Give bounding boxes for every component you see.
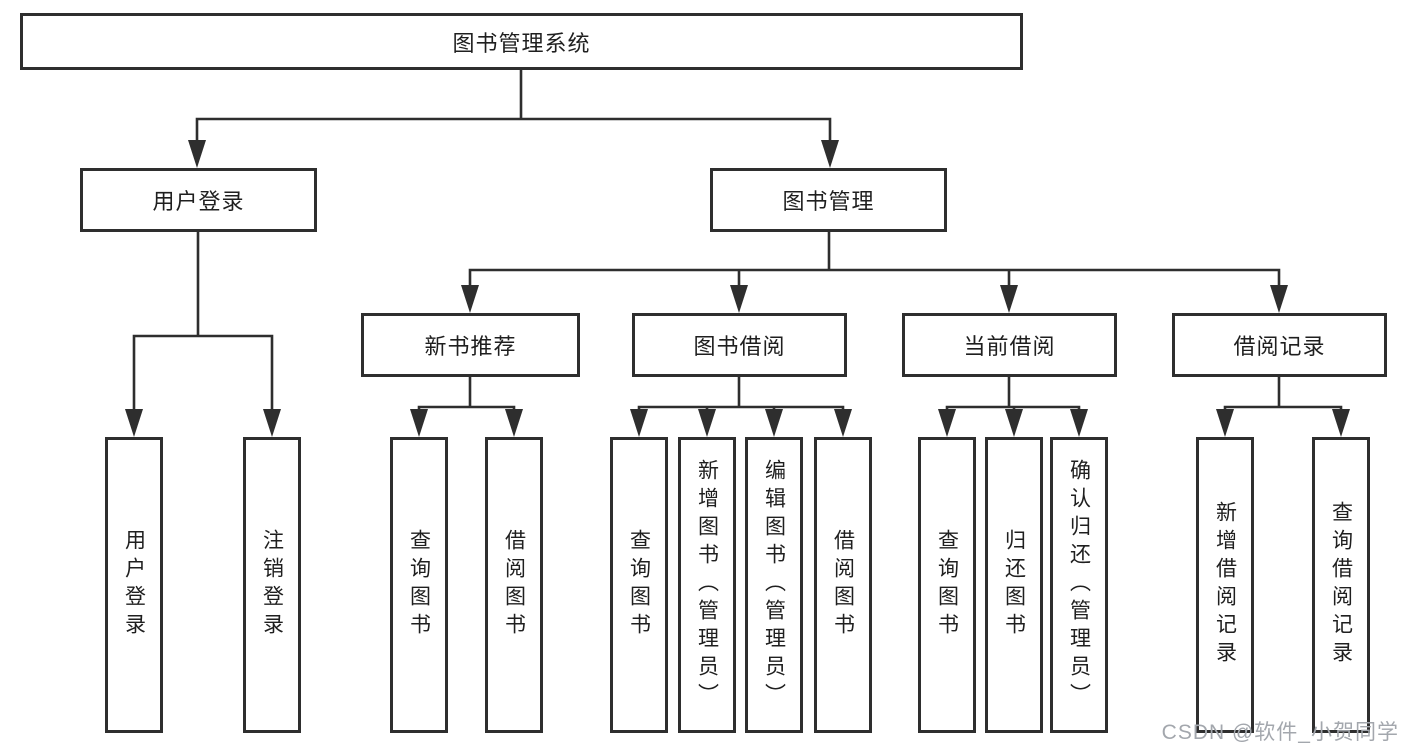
node-label: 查询图书 (407, 529, 431, 641)
leaf-add-borrow-record: 新增借阅记录 (1196, 437, 1254, 733)
node-label: 编辑图书（管理员） (762, 459, 786, 711)
leaf-user-login: 用户登录 (105, 437, 163, 733)
leaf-confirm-return-admin: 确认归还（管理员） (1050, 437, 1108, 733)
node-borrow-record: 借阅记录 (1172, 313, 1387, 377)
node-label: 借阅记录 (1233, 334, 1326, 359)
node-label: 查询图书 (935, 529, 959, 641)
node-book-management: 图书管理 (710, 168, 947, 232)
node-label: 新增图书（管理员） (695, 459, 719, 711)
node-label: 归还图书 (1002, 529, 1026, 641)
node-label: 新增借阅记录 (1213, 501, 1237, 669)
node-label: 图书借阅 (693, 334, 786, 359)
node-label: 用户登录 (122, 529, 146, 641)
node-current-borrow: 当前借阅 (902, 313, 1117, 377)
node-label: 图书管理系统 (452, 30, 591, 56)
leaf-borrow-book-recommend: 借阅图书 (485, 437, 543, 733)
node-new-book-recommend: 新书推荐 (361, 313, 580, 377)
leaf-borrow-book: 借阅图书 (814, 437, 872, 733)
node-book-borrow: 图书借阅 (632, 313, 847, 377)
node-label: 确认归还（管理员） (1067, 459, 1091, 711)
node-label: 当前借阅 (963, 334, 1056, 359)
leaf-query-borrow-record: 查询借阅记录 (1312, 437, 1370, 733)
node-label: 借阅图书 (502, 529, 526, 641)
node-user-login: 用户登录 (80, 168, 317, 232)
leaf-query-book-current: 查询图书 (918, 437, 976, 733)
leaf-logout: 注销登录 (243, 437, 301, 733)
node-label: 图书管理 (782, 189, 875, 214)
node-label: 查询图书 (627, 529, 651, 641)
node-label: 用户登录 (152, 189, 245, 214)
leaf-add-book-admin: 新增图书（管理员） (678, 437, 736, 733)
node-label: 借阅图书 (831, 529, 855, 641)
leaf-query-book-recommend: 查询图书 (390, 437, 448, 733)
leaf-return-book: 归还图书 (985, 437, 1043, 733)
node-root-system: 图书管理系统 (20, 13, 1023, 70)
node-label: 注销登录 (260, 529, 284, 641)
node-label: 查询借阅记录 (1329, 501, 1353, 669)
node-label: 新书推荐 (424, 334, 517, 359)
leaf-query-book-borrow: 查询图书 (610, 437, 668, 733)
leaf-edit-book-admin: 编辑图书（管理员） (745, 437, 803, 733)
